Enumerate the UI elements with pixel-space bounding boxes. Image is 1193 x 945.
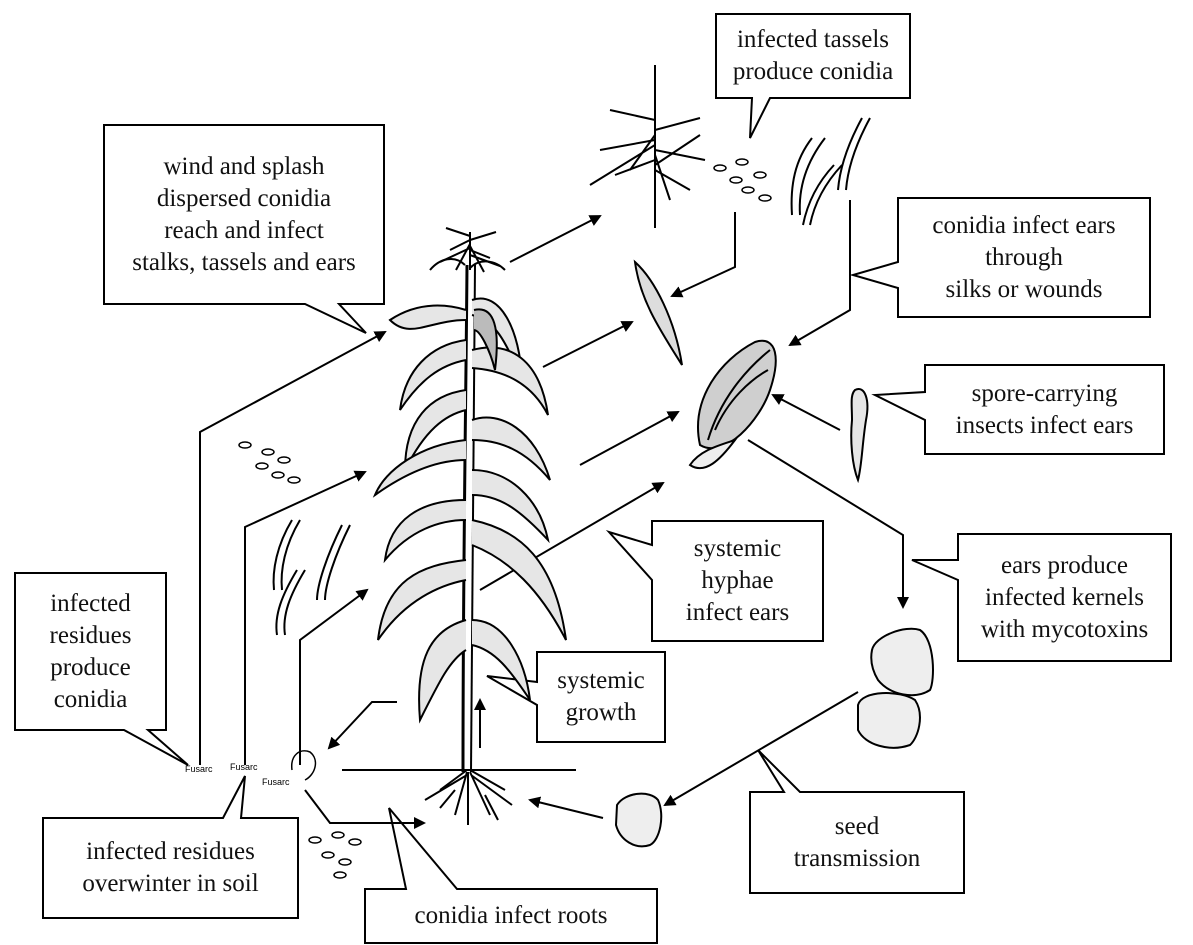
infected-tassel-illustration xyxy=(590,65,705,228)
infected-residue-illustration: Fusarc Fusarc Fusarc xyxy=(185,751,315,787)
label-systemic-growth: systemic growth xyxy=(537,652,665,742)
label-ears-produce: ears produce infected kernels with mycot… xyxy=(958,534,1171,661)
label-wind-splash: wind and splash dispersed conidia reach … xyxy=(104,125,384,304)
husk-fragment xyxy=(635,262,682,365)
residue-label-3: Fusarc xyxy=(262,777,290,787)
label-infected-tassels: infected tassels produce conidia xyxy=(716,14,910,98)
seed-illustration xyxy=(616,794,661,847)
insect-larva-illustration xyxy=(851,389,867,480)
residue-label-2: Fusarc xyxy=(230,762,258,772)
label-conidia-roots: conidia infect roots xyxy=(365,889,657,943)
label-spore-insects: spore-carrying insects infect ears xyxy=(925,365,1164,454)
label-residues-produce: infected residues produce conidia xyxy=(15,573,166,730)
label-residues-overwinter: infected residues overwinter in soil xyxy=(43,818,298,918)
label-systemic-hyphae: systemic hyphae infect ears xyxy=(652,521,823,641)
label-seed-transmission: seed transmission xyxy=(750,792,964,893)
residue-label-1: Fusarc xyxy=(185,764,213,774)
label-conidia-ears: conidia infect ears through silks or wou… xyxy=(898,198,1150,317)
infected-kernels-illustration xyxy=(858,629,933,748)
